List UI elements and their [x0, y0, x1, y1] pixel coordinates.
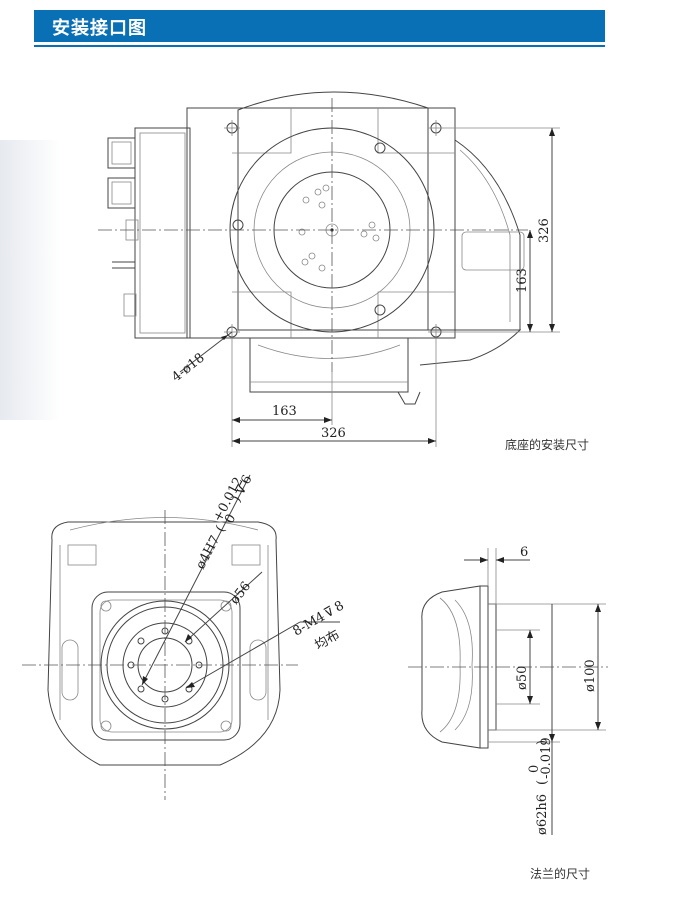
side-body: [421, 585, 481, 749]
leader-pcd: [184, 571, 263, 643]
svg-text:(: (: [535, 780, 550, 785]
dim-holes: 4-ø18: [169, 351, 207, 386]
arm-right-bottom: [419, 329, 522, 366]
flange-square: [91, 591, 241, 741]
leader-bore: [141, 474, 251, 686]
connector-lower: [107, 177, 136, 209]
connector-upper: [107, 137, 136, 169]
leader-threads: [185, 621, 301, 689]
dim-inner-dia: ø50: [515, 666, 530, 690]
svg-text:(: (: [213, 523, 229, 535]
dim-326-horizontal: 326: [321, 426, 346, 441]
dim-163-horizontal: 163: [272, 404, 297, 419]
label-spigot: ø62h6 ( 0 -0.019 ): [527, 737, 554, 835]
flange-body: [47, 521, 281, 766]
arm-right-inner: [459, 149, 511, 322]
flange-square-inner: [99, 599, 233, 733]
dim-326-vertical: 326: [537, 218, 552, 243]
dim-outer-dia: ø100: [583, 659, 598, 692]
section-header: 安装接口图: [34, 10, 605, 42]
flange-slot-left: [61, 639, 79, 701]
section-title: 安装接口图: [52, 18, 147, 39]
arm-right-plate: [461, 231, 525, 271]
connector-lower-inner: [111, 181, 132, 205]
flange-body-sides: [59, 545, 269, 720]
svg-text:-0.019: -0.019: [539, 737, 554, 779]
base-inner-holes: [298, 184, 380, 272]
connector-upper-inner: [111, 141, 132, 165]
dim-thickness: 6: [520, 545, 528, 560]
flange-slot-right: [249, 639, 267, 701]
arm-right-outline: [454, 139, 521, 331]
flange-side-view: 6 ø50 ø100 ø62h6 ( 0 -0.019 ): [408, 545, 608, 835]
base-view: 326 163 326 163 4-ø18: [98, 91, 560, 447]
background-gradient: [0, 140, 60, 420]
side-body-curve-2: [454, 599, 473, 731]
flange-tab-right: [231, 544, 261, 566]
base-bottom-housing: [249, 338, 409, 393]
plate-step-top: [232, 108, 455, 154]
svg-text:): ): [229, 493, 245, 505]
caption-base: 底座的安装尺寸: [505, 438, 590, 452]
svg-text:0: 0: [527, 765, 542, 773]
base-drain: [397, 391, 421, 405]
svg-text:ø4H7: ø4H7: [193, 533, 223, 572]
svg-text:): ): [535, 740, 550, 745]
flange-top-curve: [69, 517, 259, 531]
connector-box-inner: [139, 132, 186, 334]
flange-face-view: ø4H7 ( +0.012 0 ) ⊽ 6 ø56 8-M4 ⊽ 8 均布: [22, 473, 347, 800]
connector-box: [134, 127, 191, 339]
connector-side: [123, 293, 137, 317]
dim-163-vertical: 163: [515, 268, 530, 293]
label-thread-note: 均布: [313, 627, 343, 653]
side-body-curve: [439, 597, 461, 733]
caption-flange: 法兰的尺寸: [530, 867, 591, 881]
svg-text:ø62h6: ø62h6: [535, 794, 550, 835]
flange-corner-bolts: [100, 600, 232, 732]
base-bottom-curve: [257, 344, 401, 359]
plate-step-bottom: [232, 291, 455, 338]
header-rule: [34, 45, 605, 47]
base-plate: [186, 107, 456, 339]
flange-tab-left: [67, 544, 97, 566]
